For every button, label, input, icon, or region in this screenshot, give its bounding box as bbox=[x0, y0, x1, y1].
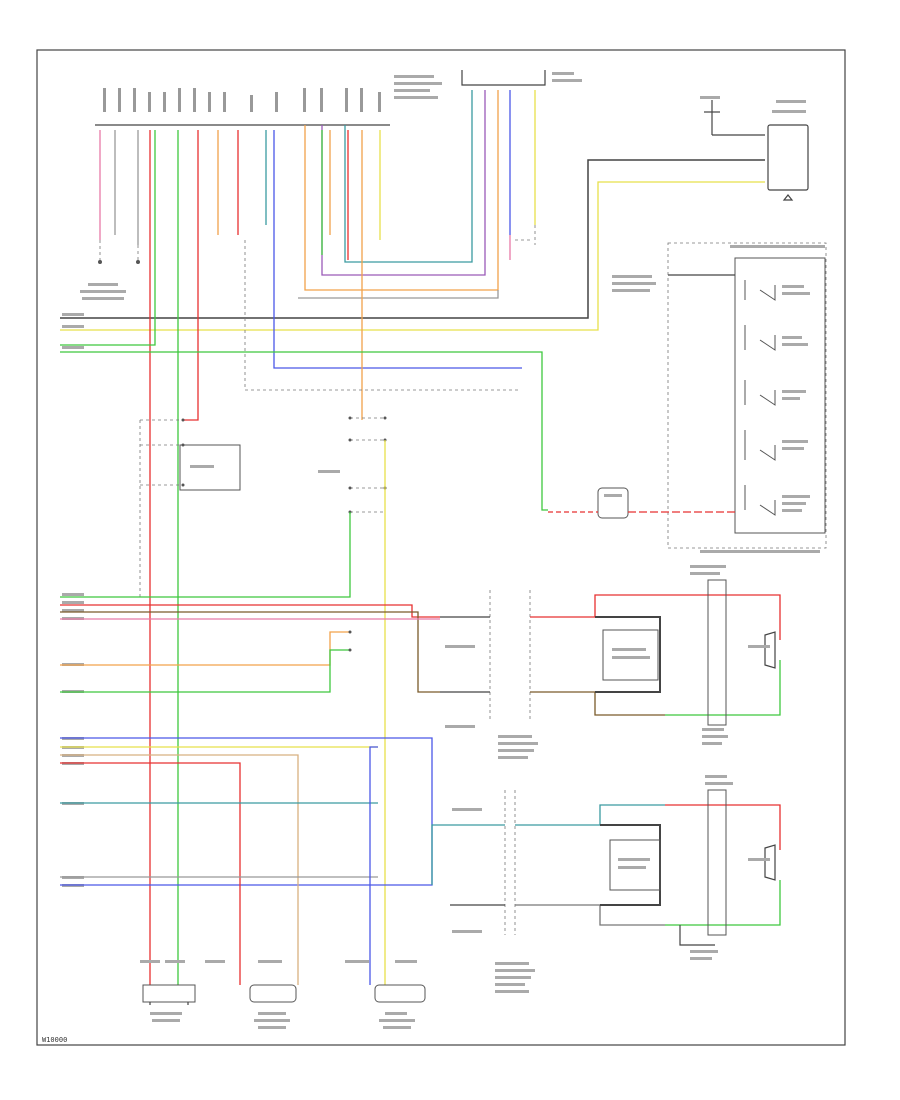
connector-pin-labels bbox=[103, 88, 381, 112]
secondary-connector bbox=[461, 70, 582, 86]
diagram-frame bbox=[36, 49, 846, 1046]
front-speaker-wires bbox=[60, 604, 440, 693]
splice-block bbox=[60, 416, 387, 985]
left-wire-labels bbox=[62, 313, 84, 887]
secondary-connector-wires bbox=[298, 90, 536, 299]
rear-speaker bbox=[515, 775, 781, 960]
clock-spring bbox=[548, 487, 735, 519]
front-door-connector bbox=[440, 590, 538, 759]
front-speaker bbox=[530, 565, 781, 745]
main-connector-pins bbox=[95, 75, 442, 126]
rear-harness-wires bbox=[60, 737, 505, 985]
diagram-code: W10000 bbox=[42, 1036, 67, 1044]
switch-assembly bbox=[612, 242, 827, 553]
shield-cable bbox=[60, 159, 765, 319]
rear-door-connector bbox=[450, 790, 535, 993]
switch-contacts bbox=[744, 280, 776, 516]
connector-annotation bbox=[394, 75, 442, 99]
yellow-wire-top bbox=[60, 181, 765, 331]
relay-module bbox=[139, 418, 241, 600]
antenna-component bbox=[700, 96, 809, 201]
main-harness-wires bbox=[60, 130, 548, 985]
ground-stubs bbox=[98, 130, 140, 264]
bottom-sensors bbox=[140, 960, 426, 1029]
ground-label bbox=[80, 283, 126, 300]
